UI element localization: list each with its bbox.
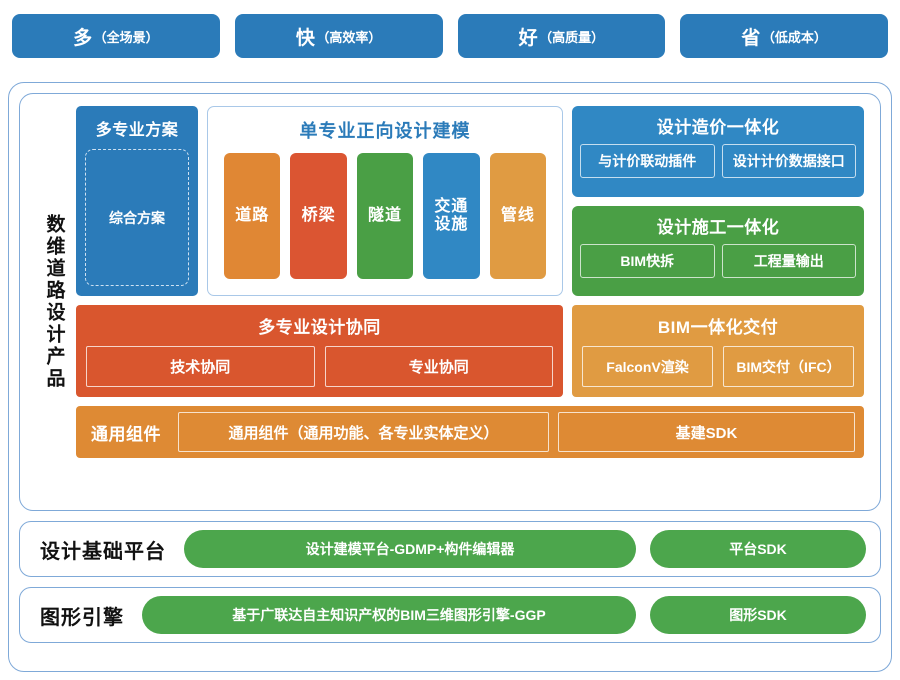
delivery-band[interactable]: BIM一体化交付 FalconV渲染 BIM交付（IFC） bbox=[572, 305, 864, 397]
product-vertical-label-text: 数维道路设计产品 bbox=[43, 214, 65, 390]
slogan-keyword: 快 bbox=[295, 27, 316, 49]
single-discipline-box: 单专业正向设计建模 道路 桥梁 隧道 交通设施 管线 bbox=[207, 106, 563, 296]
foundation-label: 图形引擎 bbox=[40, 606, 124, 629]
product-vertical-label: 数维道路设计产品 bbox=[32, 106, 76, 498]
product-panel-body: 多专业方案 综合方案 单专业正向设计建模 道路 桥梁 隧道 交通设施 管线 bbox=[76, 106, 864, 498]
discipline-card-road[interactable]: 道路 bbox=[224, 153, 281, 279]
collaboration-item[interactable]: 专业协同 bbox=[324, 346, 553, 387]
integration-item[interactable]: 设计计价数据接口 bbox=[721, 144, 856, 178]
slogan-keyword: 多 bbox=[73, 27, 93, 49]
slogan-subtext: （低成本） bbox=[761, 29, 827, 45]
discipline-card-traffic-facility[interactable]: 交通设施 bbox=[423, 153, 480, 279]
foundation-main-pill[interactable]: 基于广联达自主知识产权的BIM三维图形引擎-GGP bbox=[142, 596, 636, 634]
product-panel: 数维道路设计产品 多专业方案 综合方案 单专业正向设计建模 道路 桥梁 隧道 bbox=[19, 93, 881, 511]
multi-scheme-title: 多专业方案 bbox=[95, 122, 179, 139]
common-components-band: 通用组件 通用组件（通用功能、各专业实体定义） 基建SDK bbox=[76, 406, 864, 458]
discipline-card-bridge[interactable]: 桥梁 bbox=[290, 153, 347, 279]
single-discipline-title: 单专业正向设计建模 bbox=[299, 121, 471, 141]
slogan-keyword: 好 bbox=[518, 27, 539, 49]
delivery-item[interactable]: FalconV渲染 bbox=[582, 346, 713, 387]
delivery-item-list: FalconV渲染 BIM交付（IFC） bbox=[582, 346, 854, 387]
discipline-card-list: 道路 桥梁 隧道 交通设施 管线 bbox=[222, 153, 548, 281]
product-row-middle: 多专业设计协同 技术协同 专业协同 BIM一体化交付 FalconV渲染 BIM… bbox=[76, 305, 864, 397]
slogan-pill-2[interactable]: 快 （高效率） bbox=[234, 14, 443, 58]
discipline-card-label: 管线 bbox=[500, 206, 535, 224]
integration-item[interactable]: 工程量输出 bbox=[721, 243, 856, 278]
slogan-row: 多 （全场景） 快 （高效率） 好 （高质量） 省 （低成本） bbox=[0, 0, 900, 68]
discipline-card-label: 隧道 bbox=[368, 206, 403, 224]
collaboration-title: 多专业设计协同 bbox=[258, 318, 381, 337]
foundation-sdk-pill[interactable]: 图形SDK bbox=[650, 596, 866, 634]
discipline-card-label: 桥梁 bbox=[301, 206, 336, 224]
discipline-card-label: 交通设施 bbox=[434, 197, 469, 233]
collaboration-band[interactable]: 多专业设计协同 技术协同 专业协同 bbox=[76, 305, 563, 397]
integration-item[interactable]: 与计价联动插件 bbox=[580, 144, 715, 178]
integration-box-construction[interactable]: 设计施工一体化 BIM快拆 工程量输出 bbox=[572, 205, 864, 296]
discipline-card-pipeline[interactable]: 管线 bbox=[489, 153, 547, 279]
integration-title: 设计施工一体化 bbox=[656, 217, 780, 237]
integration-item-list: BIM快拆 工程量输出 bbox=[580, 243, 856, 278]
integration-column: 设计造价一体化 与计价联动插件 设计计价数据接口 设计施工一体化 BIM快拆 工… bbox=[572, 106, 864, 296]
foundation-label: 设计基础平台 bbox=[40, 540, 166, 563]
discipline-card-tunnel[interactable]: 隧道 bbox=[356, 153, 414, 279]
discipline-card-label: 道路 bbox=[235, 206, 270, 224]
integration-box-cost[interactable]: 设计造价一体化 与计价联动插件 设计计价数据接口 bbox=[572, 106, 864, 197]
slogan-subtext: （高效率） bbox=[316, 29, 382, 45]
common-components-label: 通用组件 bbox=[91, 424, 161, 444]
integration-title: 设计造价一体化 bbox=[656, 118, 780, 137]
delivery-title: BIM一体化交付 bbox=[657, 318, 779, 337]
outer-frame: 数维道路设计产品 多专业方案 综合方案 单专业正向设计建模 道路 桥梁 隧道 bbox=[8, 82, 892, 672]
slogan-keyword: 省 bbox=[741, 27, 761, 49]
foundation-row-design-platform: 设计基础平台 设计建模平台-GDMP+构件编辑器 平台SDK bbox=[19, 521, 881, 577]
collaboration-item-list: 技术协同 专业协同 bbox=[86, 346, 553, 387]
multi-scheme-dashed-item[interactable]: 综合方案 bbox=[85, 149, 189, 286]
integration-item[interactable]: BIM快拆 bbox=[580, 243, 715, 278]
slogan-pill-1[interactable]: 多 （全场景） bbox=[12, 14, 220, 58]
product-row-top: 多专业方案 综合方案 单专业正向设计建模 道路 桥梁 隧道 交通设施 管线 bbox=[76, 106, 864, 296]
slogan-pill-4[interactable]: 省 （低成本） bbox=[680, 14, 888, 58]
multi-scheme-box[interactable]: 多专业方案 综合方案 bbox=[76, 106, 198, 296]
foundation-sdk-pill[interactable]: 平台SDK bbox=[650, 530, 866, 568]
common-components-sdk-item[interactable]: 基建SDK bbox=[557, 412, 855, 452]
slogan-subtext: （高质量） bbox=[539, 29, 605, 45]
collaboration-item[interactable]: 技术协同 bbox=[86, 346, 315, 387]
delivery-item[interactable]: BIM交付（IFC） bbox=[723, 346, 854, 387]
integration-item-list: 与计价联动插件 设计计价数据接口 bbox=[580, 144, 856, 178]
common-components-item[interactable]: 通用组件（通用功能、各专业实体定义） bbox=[178, 412, 549, 452]
slogan-subtext: （全场景） bbox=[93, 29, 159, 45]
foundation-main-pill[interactable]: 设计建模平台-GDMP+构件编辑器 bbox=[184, 530, 636, 568]
slogan-pill-3[interactable]: 好 （高质量） bbox=[457, 14, 666, 58]
foundation-row-graphics-engine: 图形引擎 基于广联达自主知识产权的BIM三维图形引擎-GGP 图形SDK bbox=[19, 587, 881, 643]
